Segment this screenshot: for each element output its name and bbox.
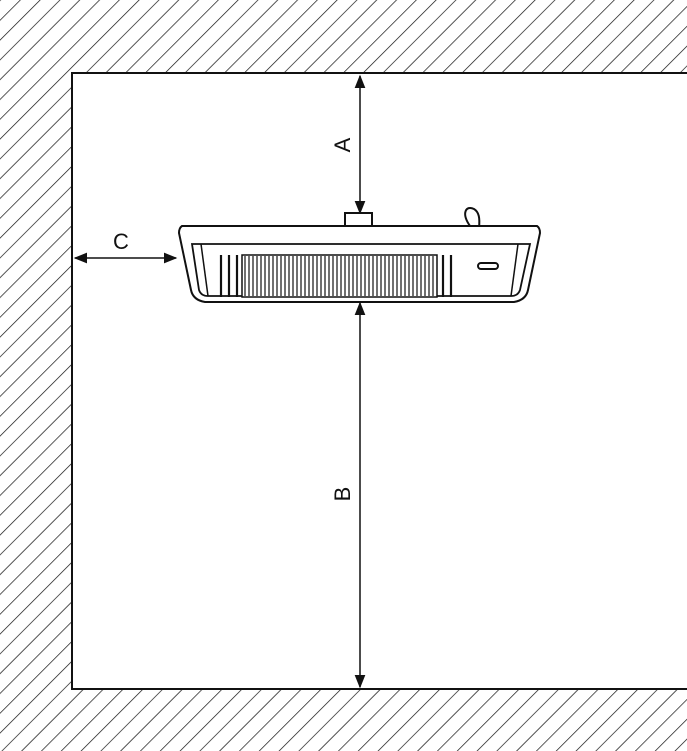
dimension-b-label: B — [330, 487, 355, 502]
right-vents — [441, 255, 453, 297]
mounting-bracket-icon — [344, 212, 373, 228]
grill-lines — [244, 256, 434, 296]
heater-unit — [177, 207, 542, 303]
left-end-cap — [200, 243, 209, 297]
right-end-cap — [510, 243, 519, 297]
indicator-light-icon — [477, 262, 499, 270]
left-vents — [219, 255, 239, 297]
room-interior — [71, 72, 687, 690]
dimension-a-label: A — [330, 137, 355, 152]
dimension-c-label: C — [113, 229, 129, 254]
heating-element-grill — [241, 254, 438, 298]
power-cable-icon — [464, 207, 481, 229]
